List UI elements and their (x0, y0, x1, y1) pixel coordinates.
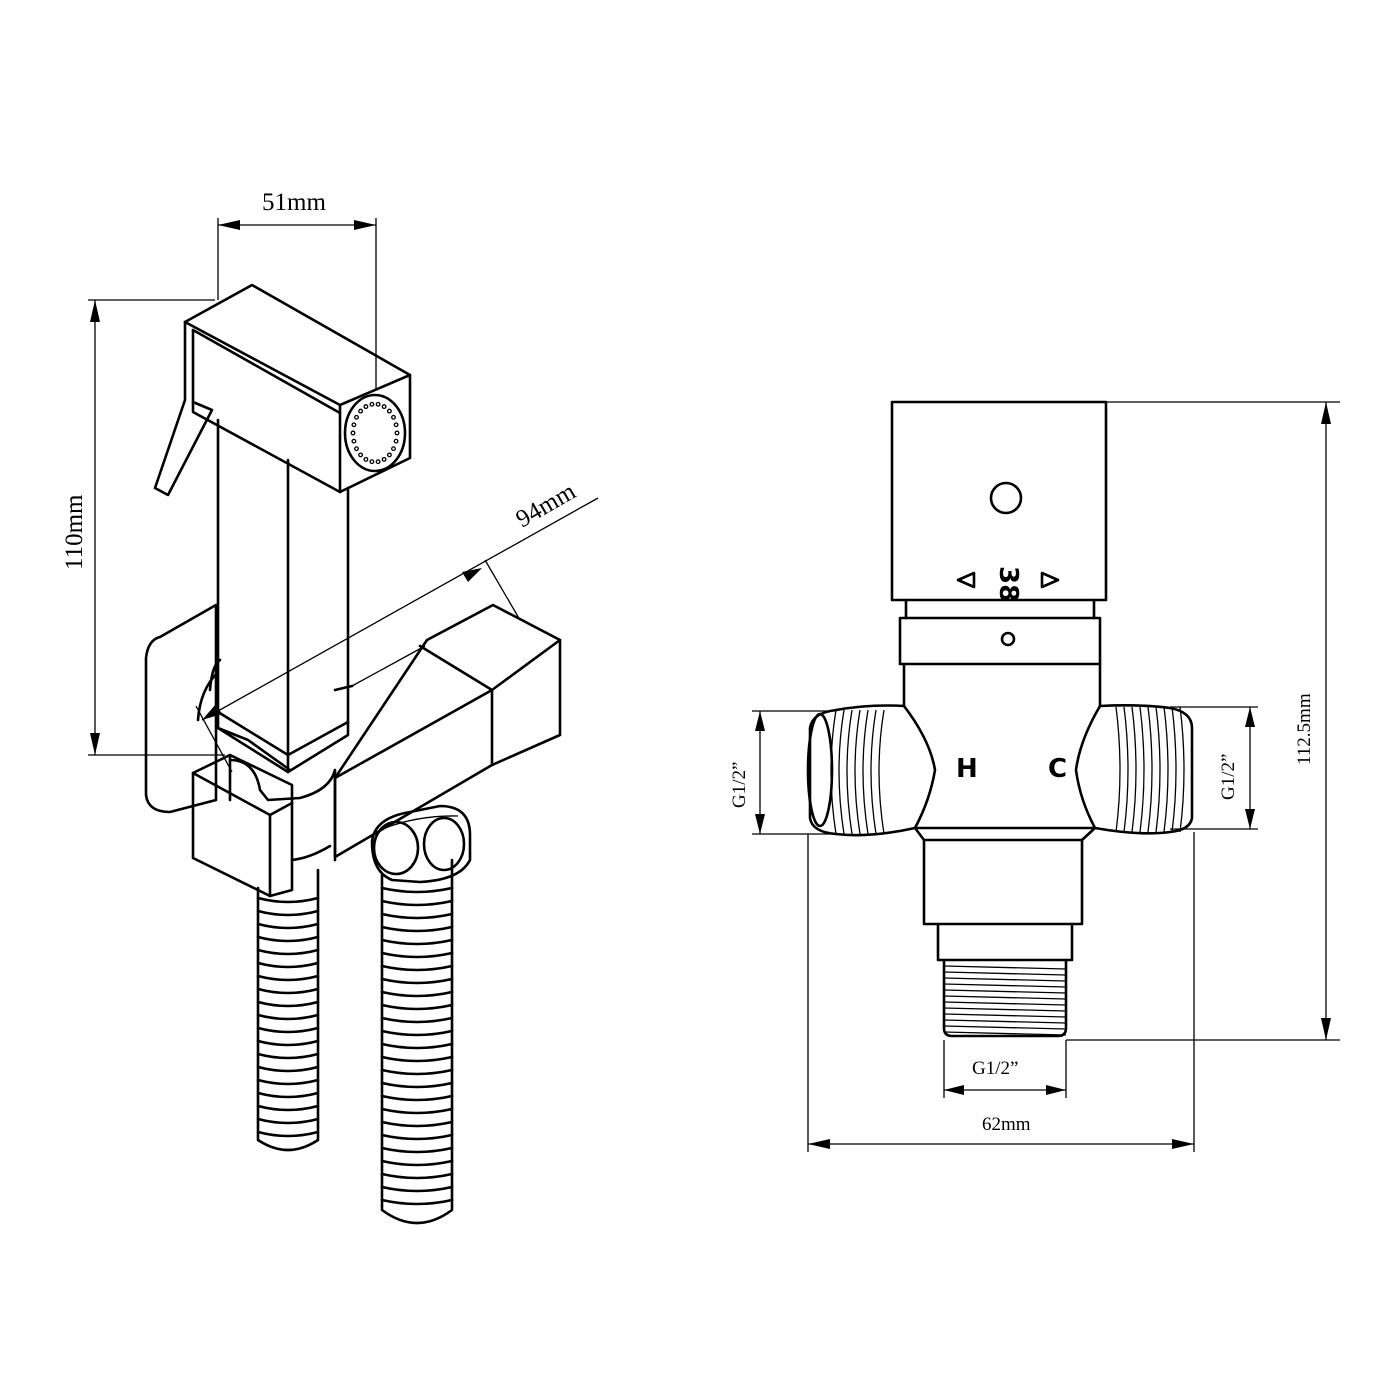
hose-right (380, 858, 454, 1225)
label-112-5mm: 112.5mm (1294, 693, 1315, 765)
nozzle-holes (350, 401, 400, 465)
dimension-94mm: 94mm (195, 478, 599, 773)
dimension-110mm: 110mm (61, 299, 225, 756)
arrow-left-icon (956, 571, 976, 589)
label-outlet-g1-2: G1/2” (972, 1058, 1018, 1079)
label-left-g1-2: G1/2” (729, 762, 750, 808)
outlet-thread (936, 922, 1074, 1038)
hose-nut (370, 804, 472, 884)
label-62mm: 62mm (982, 1114, 1031, 1135)
temperature-marking: 38 (993, 566, 1023, 602)
valve-collar (898, 616, 1102, 666)
hose-left (256, 868, 320, 1152)
dimension-62mm: 62mm (807, 832, 1195, 1152)
label-right-g1-2: G1/2” (1218, 754, 1239, 800)
collar-dot (1000, 631, 1016, 647)
knob-neck (904, 598, 1096, 620)
label-110mm: 110mm (61, 494, 88, 570)
sprayer-head (153, 283, 412, 497)
label-94mm: 94mm (512, 478, 581, 534)
cold-inlet-thread (1093, 704, 1194, 835)
bidet-sprayer-drawing: 51mm 110mm 94mm (61, 189, 599, 1225)
cold-marking: C (1048, 754, 1067, 784)
thermostatic-valve-drawing: 38 H C (729, 400, 1340, 1152)
valve-body: H C (902, 662, 1102, 926)
dimension-left-g1-2: G1/2” (729, 710, 836, 835)
dimension-112-5mm: 112.5mm (1066, 401, 1340, 1041)
arrow-right-icon (1040, 571, 1060, 589)
holder-bracket (191, 658, 337, 898)
wall-plate (144, 603, 218, 814)
knob-indicator-dot (989, 481, 1023, 515)
hot-inlet-thread (806, 704, 917, 837)
temperature-knob: 38 (890, 400, 1108, 602)
label-51mm: 51mm (262, 189, 326, 216)
dimension-51mm: 51mm (217, 189, 377, 390)
hot-marking: H (956, 754, 978, 784)
dimension-outlet-g1-2: G1/2” (943, 1040, 1067, 1098)
sprayer-handle (216, 418, 350, 774)
dimension-right-g1-2: G1/2” (1170, 706, 1258, 830)
